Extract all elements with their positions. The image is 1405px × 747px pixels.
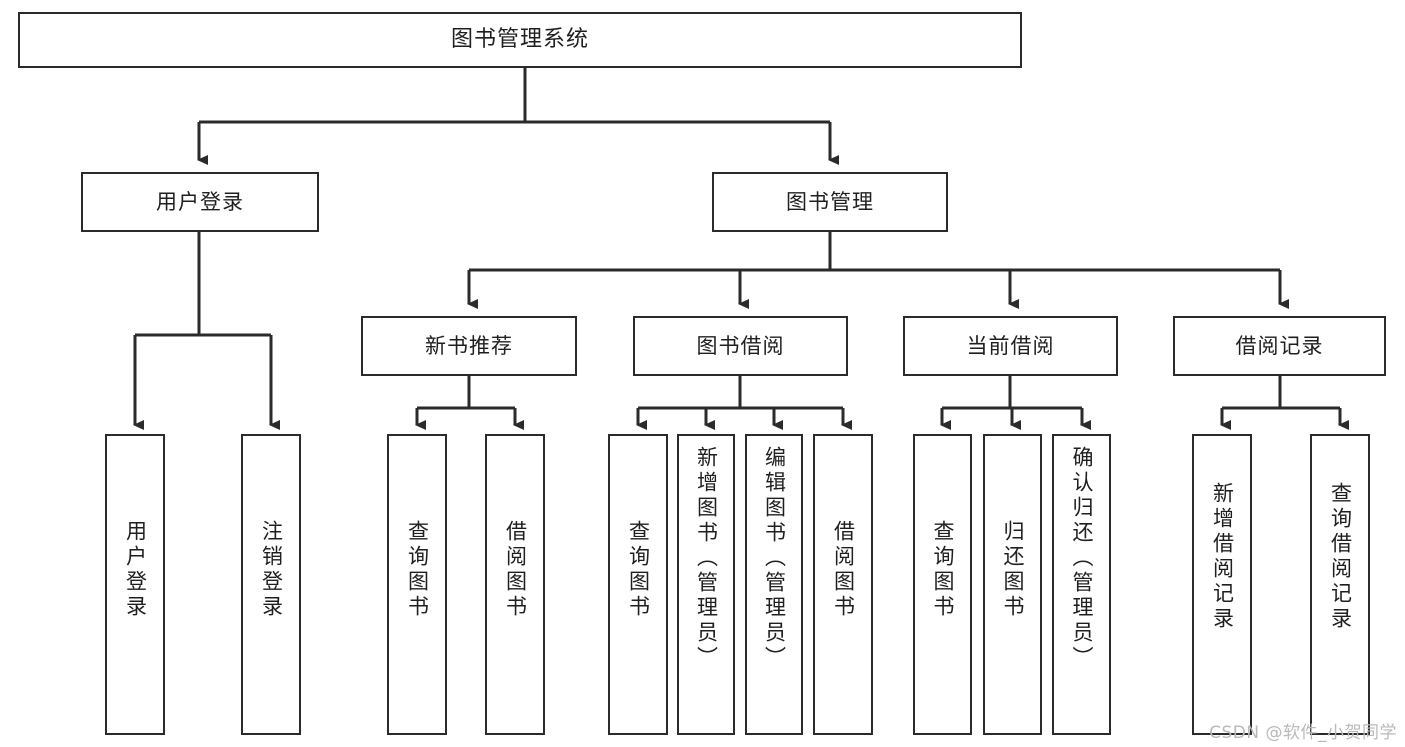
node-label: 新增借阅记录 bbox=[1210, 482, 1235, 632]
node-borrow-record[interactable]: 借阅记录 bbox=[1173, 316, 1386, 376]
node-label: 用户登录 bbox=[123, 520, 148, 620]
node-label: 确认归还（管理员） bbox=[1070, 446, 1094, 671]
leaf-current-borrow-return-books[interactable]: 归还图书 bbox=[983, 434, 1042, 735]
leaf-book-borrow-edit-book-admin[interactable]: 编辑图书（管理员） bbox=[745, 434, 803, 735]
node-label: 图书借阅 bbox=[696, 333, 785, 358]
node-label: 图书管理 bbox=[786, 189, 874, 214]
node-user-login[interactable]: 用户登录 bbox=[81, 172, 319, 232]
node-root-book-management-system[interactable]: 图书管理系统 bbox=[18, 12, 1022, 68]
node-new-book-recommend[interactable]: 新书推荐 bbox=[361, 316, 577, 376]
leaf-user-login-logout[interactable]: 注销登录 bbox=[241, 434, 301, 735]
node-label: 编辑图书（管理员） bbox=[762, 446, 787, 671]
node-label: 图书管理系统 bbox=[450, 27, 589, 53]
leaf-current-borrow-confirm-return-admin[interactable]: 确认归还（管理员） bbox=[1052, 434, 1111, 735]
node-label: 用户登录 bbox=[156, 189, 244, 214]
node-label: 查询借阅记录 bbox=[1328, 482, 1353, 632]
node-label: 归还图书 bbox=[1001, 520, 1025, 620]
node-label: 新书推荐 bbox=[425, 333, 513, 358]
leaf-book-borrow-query-books[interactable]: 查询图书 bbox=[608, 434, 668, 735]
node-book-borrow[interactable]: 图书借阅 bbox=[633, 316, 848, 376]
node-label: 查询图书 bbox=[626, 520, 651, 620]
node-book-management[interactable]: 图书管理 bbox=[712, 172, 948, 232]
node-label: 借阅图书 bbox=[831, 520, 856, 620]
leaf-borrow-record-add-record[interactable]: 新增借阅记录 bbox=[1192, 434, 1252, 735]
leaf-current-borrow-query-books[interactable]: 查询图书 bbox=[913, 434, 972, 735]
node-current-borrow[interactable]: 当前借阅 bbox=[903, 316, 1118, 376]
leaf-book-borrow-borrow-books[interactable]: 借阅图书 bbox=[813, 434, 873, 735]
leaf-new-book-borrow-books[interactable]: 借阅图书 bbox=[485, 434, 545, 735]
node-label: 借阅图书 bbox=[503, 520, 528, 620]
csdn-watermark: CSDN @软件_小贺同学 bbox=[1209, 723, 1397, 743]
node-label: 借阅记录 bbox=[1235, 333, 1324, 358]
leaf-borrow-record-query-record[interactable]: 查询借阅记录 bbox=[1310, 434, 1370, 735]
leaf-user-login-login[interactable]: 用户登录 bbox=[105, 434, 165, 735]
node-label: 注销登录 bbox=[259, 520, 284, 620]
leaf-book-borrow-add-book-admin[interactable]: 新增图书（管理员） bbox=[677, 434, 735, 735]
node-label: 当前借阅 bbox=[966, 333, 1055, 358]
node-label: 查询图书 bbox=[405, 520, 430, 620]
node-label: 新增图书（管理员） bbox=[694, 446, 719, 671]
leaf-new-book-query-books[interactable]: 查询图书 bbox=[387, 434, 447, 735]
node-label: 查询图书 bbox=[931, 520, 955, 620]
